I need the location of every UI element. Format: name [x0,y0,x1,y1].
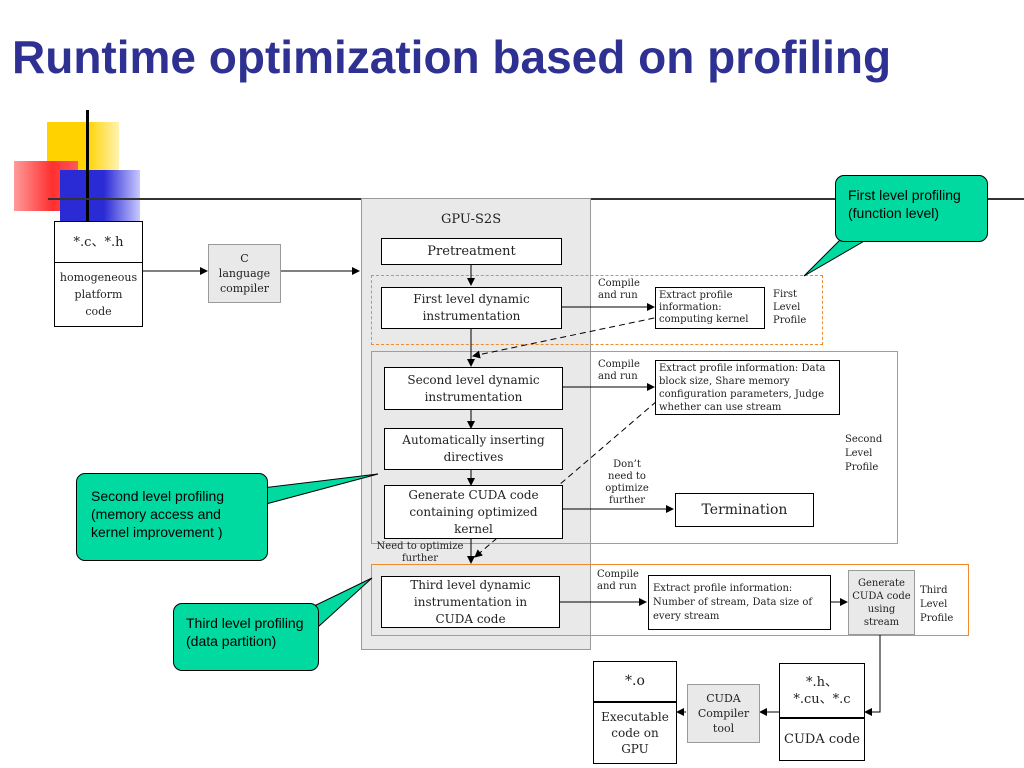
second-level-region [371,351,898,544]
cuda-code-label: CUDA code [779,718,865,761]
cuda-compiler-tool: CUDA Compiler tool [687,684,760,743]
third-level-profile-label: Third Level Profile [920,585,954,624]
need-optimize-label: Need to optimize further [376,541,464,564]
source-ext: *.c、*.h [54,221,143,263]
compile-run-label-2: Compile and run [598,359,640,382]
first-level-profile-label: First Level Profile [773,289,807,326]
third-level-region [371,564,969,636]
callout-first-level-text: First level profiling (function level) [848,187,961,221]
callout-second-level-text: Second level profiling (memory access an… [91,488,225,540]
termination-box: Termination [675,493,814,527]
extract-profile-box-1: Extract profile information: computing k… [655,287,765,329]
second-level-instrumentation-box: Second level dynamic instrumentation [384,367,563,410]
extract-profile-box-2: Extract profile information: Data block … [655,360,840,415]
source-desc: homogeneous platform code [54,262,143,327]
auto-insert-directives-box: Automatically inserting directives [384,428,563,470]
executable-ext: *.o [593,661,677,702]
first-level-region [371,275,823,345]
callout-second-level [76,473,268,561]
extract-profile-box-3: Extract profile information: Number of s… [648,575,831,630]
executable-label: Executable code on GPU [593,702,677,764]
callout-third-level-text: Third level profiling (data partition) [186,615,304,649]
generate-stream-box: Generate CUDA code using stream [848,570,915,635]
callout-third-level [173,603,319,671]
gpu-s2s-panel [361,198,591,650]
callout-first-level [835,175,988,242]
c-language-compiler: C language compiler [208,244,281,303]
cuda-code-ext: *.h、*.cu、*.c [779,663,865,718]
first-level-instrumentation-box: First level dynamic instrumentation [381,287,562,329]
deco-blue-square [60,170,140,222]
compile-run-label-3: Compile and run [597,569,639,592]
deco-vertical-line [86,110,89,230]
generate-cuda-code-box: Generate CUDA code containing optimized … [384,485,563,539]
third-level-instrumentation-box: Third level dynamic instrumentation in C… [381,576,560,628]
slide-title: Runtime optimization based on profiling [12,31,892,83]
dont-need-optimize-label: Don’t need to optimize further [605,459,649,506]
pretreatment-box: Pretreatment [381,238,562,265]
second-level-profile-label: Second Level Profile [845,434,883,473]
compile-run-label-1: Compile and run [598,278,640,301]
gpu-s2s-label: GPU-S2S [441,212,502,227]
